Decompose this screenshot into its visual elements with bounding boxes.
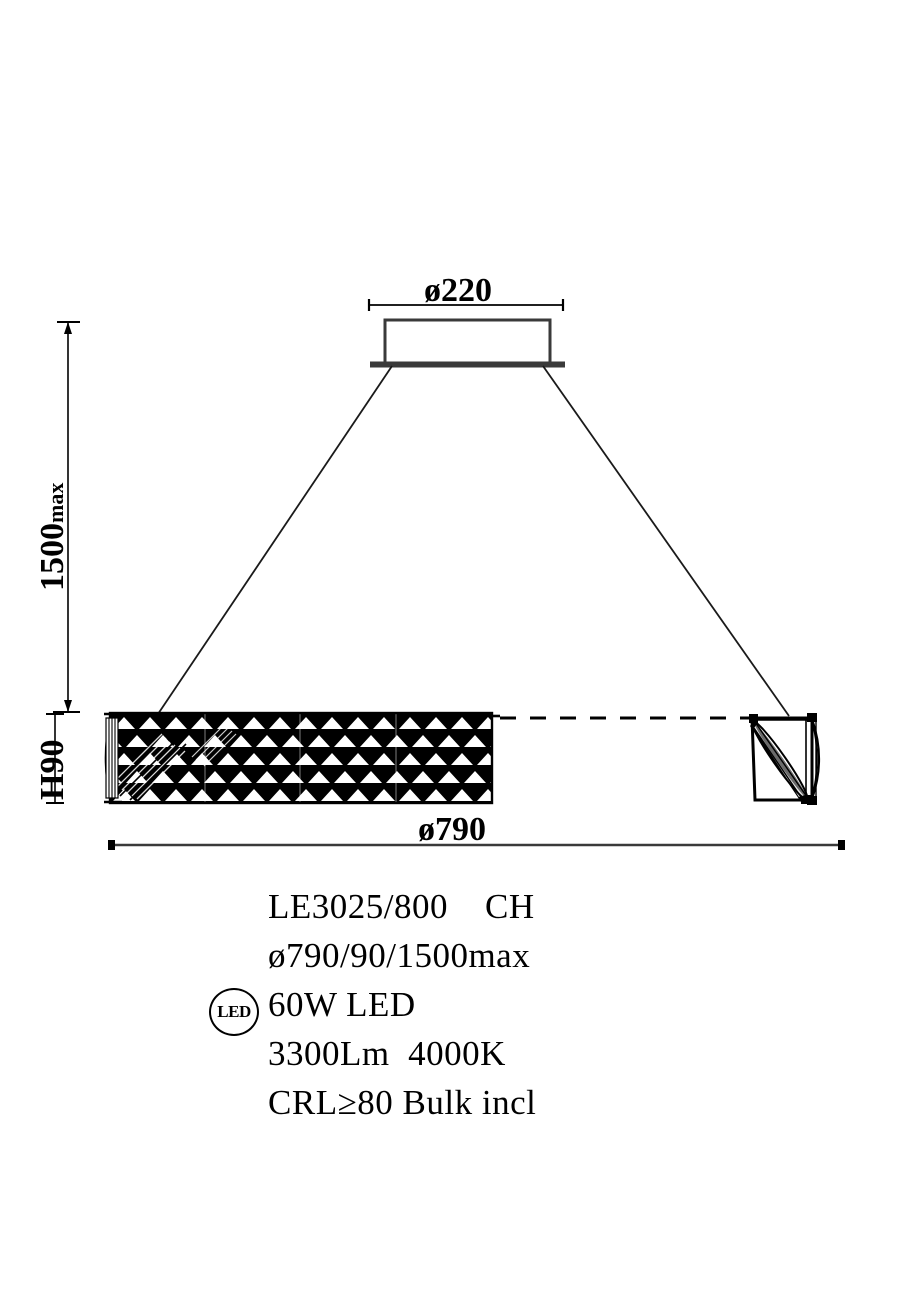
led-badge-icon: LED xyxy=(209,988,259,1036)
dimension-label-canopy-diameter: ø220 xyxy=(424,272,492,309)
end-view-lens xyxy=(750,719,809,802)
crystal-row xyxy=(113,789,492,801)
suspension-height-value: 1500 xyxy=(34,523,71,591)
crystal-left-cap xyxy=(104,712,122,804)
specification-block: LE3025/800 CH ø790/90/1500max 60W LED 33… xyxy=(268,882,868,1127)
spec-power: 60W LED xyxy=(268,985,416,1024)
suspension-height-suffix: max xyxy=(43,482,68,523)
ceiling-canopy xyxy=(383,318,552,367)
dimension-line-body-height xyxy=(46,713,64,804)
crystal-row xyxy=(110,713,492,731)
suspension-cable-left xyxy=(157,365,393,715)
spec-output: 3300Lm 4000K xyxy=(268,1034,506,1073)
crystal-cutaway-hatch xyxy=(113,724,237,801)
crystal-ribs xyxy=(110,729,492,786)
dimension-label-body-height: H90 xyxy=(34,739,71,800)
crystal-row xyxy=(110,771,492,783)
dimension-label-suspension-height: 1500max xyxy=(34,483,72,591)
dimension-line-canopy-diameter xyxy=(367,299,565,311)
crystal-body xyxy=(104,711,500,805)
fixture-end-view xyxy=(749,713,821,805)
spec-cri: CRL≥80 Bulk incl xyxy=(268,1083,537,1122)
dimension-label-fixture-diameter: ø790 xyxy=(418,811,486,848)
dimension-line-suspension-height xyxy=(53,321,80,713)
spec-size: ø790/90/1500max xyxy=(268,936,531,975)
suspension-cable-right xyxy=(542,365,790,717)
spec-model: LE3025/800 CH xyxy=(268,887,535,926)
dimension-line-fixture-diameter xyxy=(108,840,845,850)
